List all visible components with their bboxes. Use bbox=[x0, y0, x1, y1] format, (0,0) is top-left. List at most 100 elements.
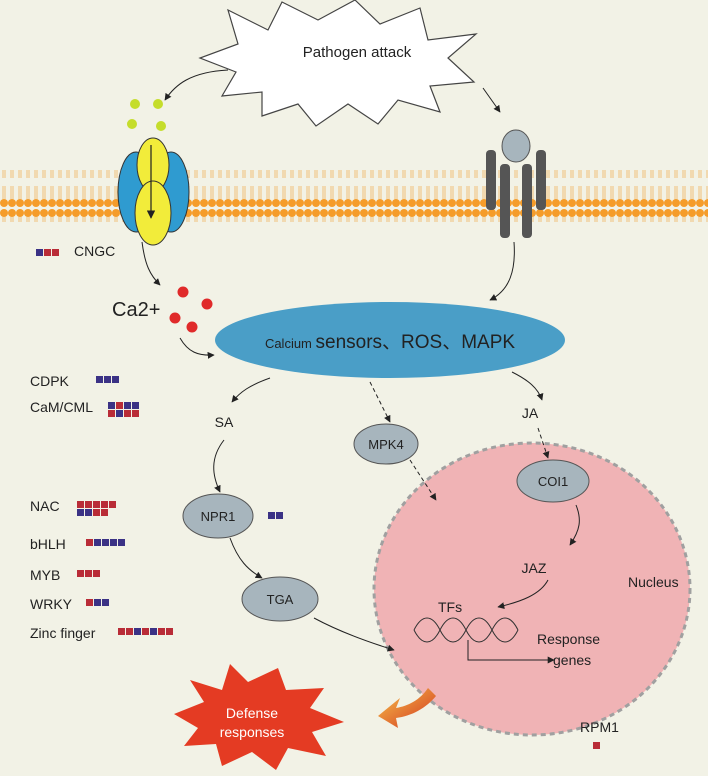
gene-family-label: CDPK bbox=[30, 373, 70, 389]
gene-square bbox=[94, 599, 101, 606]
gene-square bbox=[116, 402, 123, 409]
gene-family-label: Zinc finger bbox=[30, 625, 96, 641]
arrow-jaz-tfs bbox=[497, 579, 549, 610]
arrow-cngc-ca bbox=[141, 241, 161, 286]
gene-square bbox=[109, 501, 116, 508]
ligand-dots bbox=[127, 99, 166, 131]
calcium-sensors-hub bbox=[215, 302, 565, 378]
gene-square bbox=[85, 501, 92, 508]
gene-family-squares bbox=[86, 539, 125, 546]
arrow-sensors-sa bbox=[231, 377, 271, 403]
mpk4-node bbox=[353, 423, 419, 465]
rpm1-label: RPM1 bbox=[580, 719, 619, 735]
gene-square bbox=[158, 628, 165, 635]
gene-family-label: MYB bbox=[30, 567, 60, 583]
arrow-sa-npr1 bbox=[213, 439, 225, 493]
npr1-node bbox=[182, 493, 254, 539]
arrow-tfs-response bbox=[467, 640, 555, 664]
mpk4-label: MPK4 bbox=[368, 437, 403, 452]
gene-square bbox=[108, 402, 115, 409]
gene-square bbox=[85, 570, 92, 577]
gene-family-label: WRKY bbox=[30, 596, 73, 612]
sa-label: SA bbox=[215, 414, 234, 430]
arrow-pathogen-receptor bbox=[482, 87, 501, 113]
arrow-receptor-sensors bbox=[489, 241, 515, 301]
nucleus-label: Nucleus bbox=[628, 574, 679, 590]
gene-square bbox=[77, 501, 84, 508]
rpm1-squares bbox=[593, 742, 600, 749]
gene-square bbox=[112, 376, 119, 383]
gene-square bbox=[150, 628, 157, 635]
tga-node bbox=[241, 576, 319, 622]
response-label-1: Response bbox=[537, 631, 600, 647]
defense-label-2: responses bbox=[220, 724, 285, 740]
receptor bbox=[486, 129, 546, 238]
gene-square bbox=[86, 599, 93, 606]
dna-helix bbox=[413, 617, 519, 643]
gene-square bbox=[77, 570, 84, 577]
gene-square bbox=[101, 501, 108, 508]
gene-square bbox=[101, 509, 108, 516]
tfs-label: TFs bbox=[438, 599, 462, 615]
gene-square bbox=[52, 249, 59, 256]
cngc-channel bbox=[117, 137, 190, 246]
gene-square bbox=[85, 509, 92, 516]
gene-square bbox=[102, 539, 109, 546]
gene-family-squares bbox=[96, 376, 119, 383]
gene-square bbox=[86, 539, 93, 546]
nucleus-to-defense-arrow bbox=[378, 688, 436, 728]
gene-family-label: CaM/CML bbox=[30, 399, 93, 415]
coi1-label: COI1 bbox=[538, 474, 568, 489]
gene-square bbox=[96, 376, 103, 383]
gene-square bbox=[102, 599, 109, 606]
arrow-pathogen-cngc bbox=[164, 69, 229, 101]
arrow-coi1-jaz bbox=[569, 504, 580, 546]
gene-square bbox=[110, 539, 117, 546]
arrow-sensors-mpk4 bbox=[369, 381, 391, 423]
gene-family-label: NAC bbox=[30, 498, 60, 514]
gene-square bbox=[104, 376, 111, 383]
gene-square bbox=[132, 410, 139, 417]
gene-square bbox=[134, 628, 141, 635]
gene-square bbox=[116, 410, 123, 417]
gene-square bbox=[93, 501, 100, 508]
gene-family-squares bbox=[118, 628, 173, 635]
gene-square bbox=[124, 402, 131, 409]
gene-family-label: bHLH bbox=[30, 536, 66, 552]
gene-square bbox=[166, 628, 173, 635]
gene-families-legend: CDPK CaM/CML NAC bHLH MYB WRKY Zinc finger bbox=[30, 373, 173, 641]
jaz-label: JAZ bbox=[522, 560, 547, 576]
defense-burst bbox=[174, 664, 344, 770]
ca-label: Ca2+ bbox=[112, 299, 160, 321]
gene-square bbox=[124, 410, 131, 417]
gene-square bbox=[276, 512, 283, 519]
coi1-node bbox=[516, 459, 590, 503]
gene-square bbox=[268, 512, 275, 519]
gene-square bbox=[118, 628, 125, 635]
gene-square bbox=[36, 249, 43, 256]
gene-square bbox=[44, 249, 51, 256]
gene-square bbox=[126, 628, 133, 635]
gene-square bbox=[93, 509, 100, 516]
gene-square bbox=[118, 539, 125, 546]
gene-square bbox=[132, 402, 139, 409]
gene-square bbox=[593, 742, 600, 749]
ja-label: JA bbox=[522, 405, 539, 421]
gene-family-squares bbox=[108, 402, 139, 417]
arrow-sensors-ja bbox=[511, 371, 544, 401]
gene-family-squares bbox=[86, 599, 109, 606]
gene-square bbox=[93, 570, 100, 577]
arrow-ja-coi1 bbox=[537, 427, 550, 459]
calcium-dots bbox=[169, 286, 213, 333]
gene-square bbox=[77, 509, 84, 516]
gene-square bbox=[94, 539, 101, 546]
sensors-label-small: Calcium bbox=[265, 336, 316, 351]
nucleus bbox=[372, 441, 692, 737]
npr1-label: NPR1 bbox=[201, 509, 236, 524]
arrow-mpk4-nucleus bbox=[409, 459, 437, 501]
gene-family-squares bbox=[77, 501, 116, 516]
tga-label: TGA bbox=[267, 592, 294, 607]
npr1-squares bbox=[268, 512, 283, 519]
